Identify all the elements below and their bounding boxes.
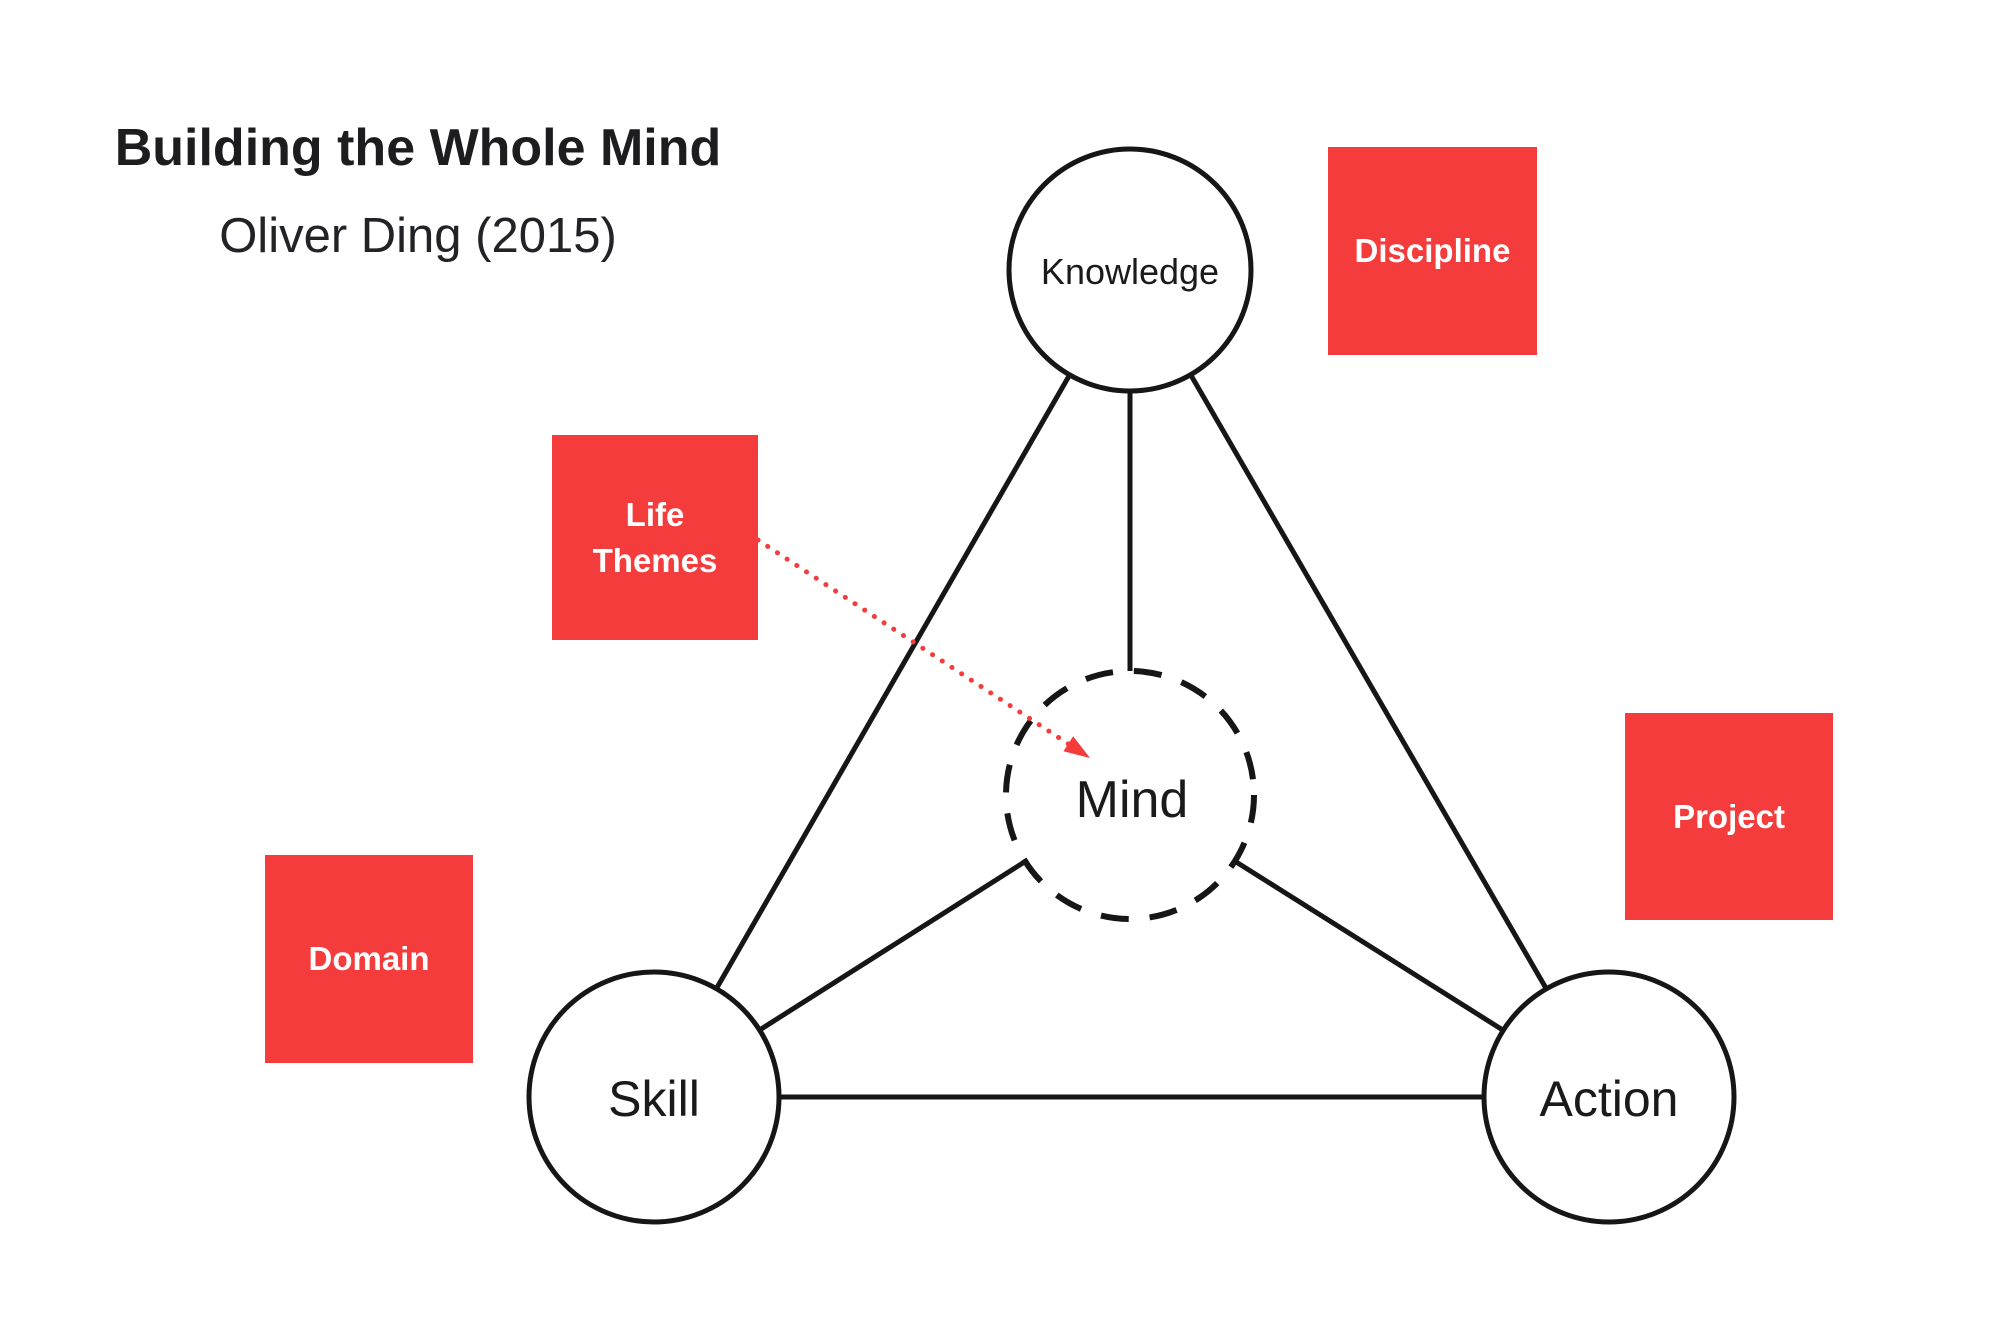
life-themes-tag-line2: Themes [592, 541, 718, 579]
discipline-tag-label: Discipline [1354, 232, 1511, 269]
project-tag-label: Project [1673, 797, 1785, 835]
life-themes-tag-line1: Life [625, 495, 685, 533]
page-title: Building the Whole Mind [114, 119, 722, 177]
discipline-tag: Discipline [1328, 147, 1537, 355]
project-tag: Project [1625, 713, 1833, 920]
action-node-label: Action [1539, 1071, 1679, 1127]
dotted-arrow-line [755, 537, 1073, 748]
action-circle [1481, 969, 1737, 1225]
header: Building the Whole Mind Oliver Ding (201… [110, 116, 726, 266]
arrowhead [1063, 736, 1090, 758]
edge-knowledge-skill [651, 268, 1133, 1099]
mind-circle [1003, 668, 1257, 922]
life-themes-to-mind-arrow [755, 537, 1090, 758]
skill-node-label: Skill [608, 1071, 700, 1127]
skill-circle [526, 969, 782, 1225]
life-themes-tag: Life Themes [552, 435, 758, 640]
knowledge-circle [1006, 146, 1254, 394]
page-subtitle: Oliver Ding (2015) [219, 209, 617, 263]
mind-node-label: Mind [1075, 771, 1189, 829]
domain-tag: Domain [265, 855, 473, 1063]
domain-tag-label: Domain [308, 940, 430, 977]
knowledge-node-label: Knowledge [1040, 251, 1220, 292]
edge-knowledge-action [1127, 268, 1612, 1099]
